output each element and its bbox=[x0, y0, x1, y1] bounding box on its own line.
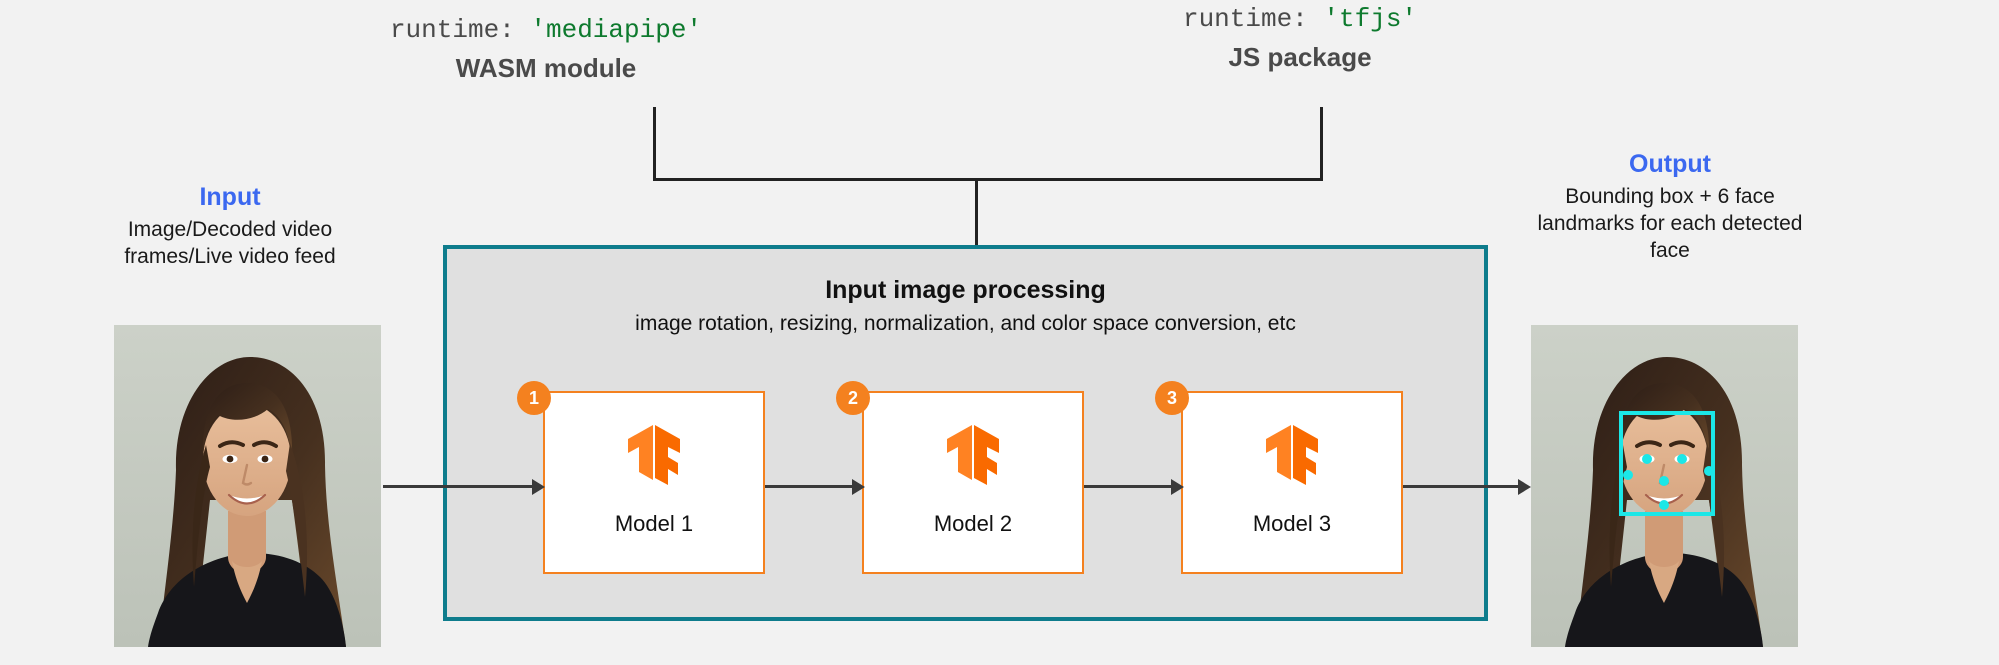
arrow-head bbox=[852, 479, 865, 495]
runtime-label-mediapipe: runtime: 'mediapipe' WASM module bbox=[386, 14, 706, 84]
face bbox=[203, 404, 291, 516]
runtime-code-value: 'mediapipe' bbox=[530, 15, 703, 45]
arrow-shaft bbox=[383, 485, 534, 488]
arrow-model2-to-model3 bbox=[1084, 479, 1184, 495]
arrow-model3-to-output bbox=[1403, 479, 1531, 495]
output-description: Bounding box + 6 face landmarks for each… bbox=[1537, 185, 1803, 262]
landmark-ear-right bbox=[1704, 466, 1714, 476]
hair-front bbox=[202, 383, 293, 457]
output-photo-illustration bbox=[1531, 325, 1798, 647]
eyebrow-right bbox=[252, 440, 278, 448]
tensorflow-logo-icon bbox=[628, 425, 680, 485]
input-title: Input bbox=[199, 183, 261, 211]
eyebrow-right bbox=[1669, 440, 1695, 448]
input-photo-illustration bbox=[114, 325, 381, 647]
landmark-eye-right bbox=[1677, 454, 1687, 464]
input-label-group: Input Image/Decoded video frames/Live vi… bbox=[85, 183, 375, 271]
step-badge-2: 2 bbox=[836, 381, 870, 415]
bracket-right-stem bbox=[1320, 107, 1323, 181]
face-bounding-box bbox=[1619, 411, 1715, 516]
runtime-subtitle-wasm: WASM module bbox=[455, 52, 637, 83]
bracket-left-stem bbox=[653, 107, 656, 181]
eyebrow-left bbox=[1635, 440, 1662, 448]
hair-strand-left bbox=[192, 445, 210, 587]
step-badge-1: 1 bbox=[517, 381, 551, 415]
eyebrow-left bbox=[218, 440, 245, 448]
chest-skin bbox=[232, 561, 262, 603]
arrow-shaft bbox=[765, 485, 854, 488]
arrow-model1-to-model2 bbox=[765, 479, 865, 495]
arrow-head bbox=[1171, 479, 1184, 495]
model-box-1[interactable]: Model 1 bbox=[543, 391, 765, 574]
model-box-3[interactable]: Model 3 bbox=[1181, 391, 1403, 574]
landmark-eye-left bbox=[1642, 454, 1652, 464]
arrow-head bbox=[532, 479, 545, 495]
model-box-2[interactable]: Model 2 bbox=[862, 391, 1084, 574]
runtime-subtitle-jspackage: JS package bbox=[1228, 41, 1372, 72]
arrow-input-to-model1 bbox=[383, 479, 545, 495]
bracket-crossbar bbox=[653, 178, 1323, 181]
landmark-nose bbox=[1659, 476, 1669, 486]
landmark-mouth bbox=[1659, 500, 1669, 510]
iris-right bbox=[261, 455, 269, 463]
output-label-group: Output Bounding box + 6 face landmarks f… bbox=[1525, 150, 1815, 265]
bracket-center-stem bbox=[975, 178, 978, 247]
input-photo bbox=[114, 325, 381, 647]
hair-strand-right bbox=[1703, 443, 1725, 597]
runtime-code-tfjs: runtime: 'tfjs' bbox=[1140, 3, 1460, 36]
step-badge-3: 3 bbox=[1155, 381, 1189, 415]
runtime-code-value: 'tfjs' bbox=[1323, 4, 1418, 34]
tensorflow-logo-icon bbox=[947, 425, 999, 485]
model-caption-2: Model 2 bbox=[933, 511, 1013, 536]
runtime-code-prefix: runtime: bbox=[389, 15, 531, 45]
hair-front bbox=[1619, 383, 1710, 457]
mouth bbox=[227, 493, 267, 505]
hair-strand-right bbox=[286, 443, 308, 597]
chest-skin bbox=[1649, 561, 1679, 603]
processing-heading: Input image processing bbox=[825, 276, 1106, 304]
processing-subheading: image rotation, resizing, normalization,… bbox=[635, 312, 1296, 335]
landmark-ear-left bbox=[1623, 470, 1633, 480]
model-caption-1: Model 1 bbox=[614, 511, 694, 536]
neck bbox=[228, 511, 266, 575]
tensorflow-logo-icon bbox=[1266, 425, 1318, 485]
iris-left bbox=[226, 455, 234, 463]
runtime-label-tfjs: runtime: 'tfjs' JS package bbox=[1140, 3, 1460, 73]
face bbox=[1620, 404, 1708, 516]
arrow-head bbox=[1518, 479, 1531, 495]
input-description: Image/Decoded video frames/Live video fe… bbox=[124, 218, 336, 268]
arrow-shaft bbox=[1403, 485, 1520, 488]
output-photo bbox=[1531, 325, 1798, 647]
model-caption-3: Model 3 bbox=[1252, 511, 1332, 536]
neck bbox=[1645, 511, 1683, 575]
output-title: Output bbox=[1629, 150, 1711, 178]
runtime-code-mediapipe: runtime: 'mediapipe' bbox=[386, 14, 706, 47]
nose bbox=[241, 463, 253, 486]
arrow-shaft bbox=[1084, 485, 1173, 488]
runtime-code-prefix: runtime: bbox=[1182, 4, 1324, 34]
